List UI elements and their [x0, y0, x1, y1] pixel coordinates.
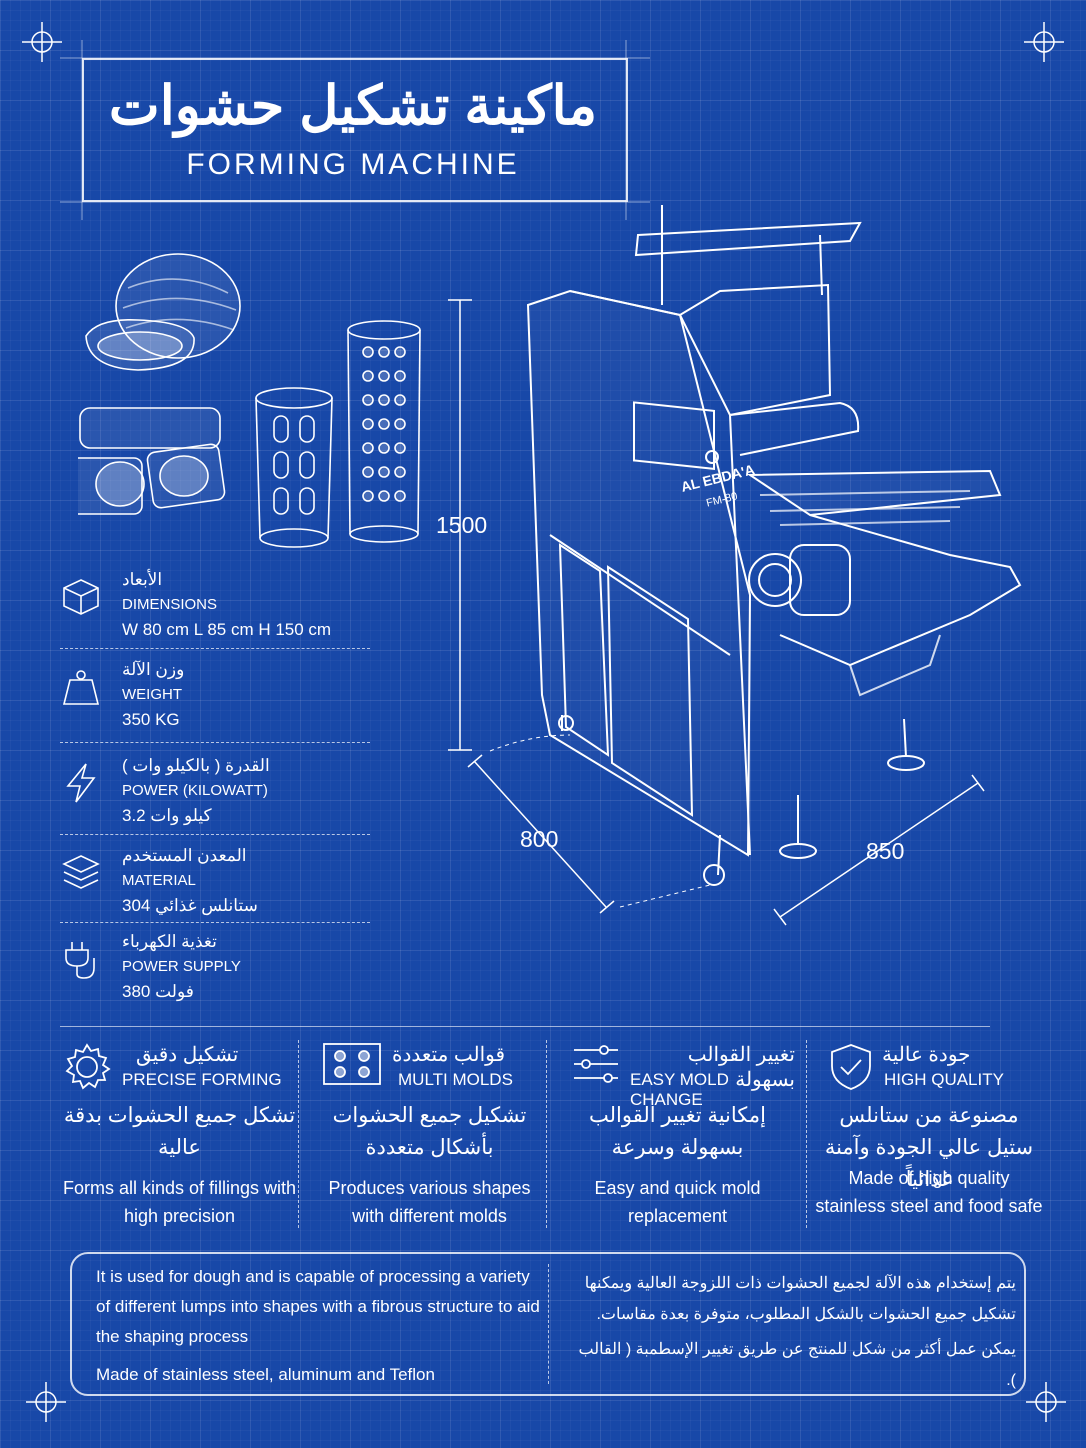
molds-icon	[323, 1043, 381, 1085]
sliders-icon	[574, 1045, 618, 1083]
feature-desc-arabic: تشكيل جميع الحشوات بأشكال متعددة	[332, 1104, 527, 1159]
spec-divider	[60, 742, 370, 743]
feature-title-arabic: تشكيل دقيق	[136, 1044, 239, 1066]
feature-desc-english: Made of high quality stainless steel and…	[815, 1168, 1043, 1216]
spec-label-arabic: الأبعاد	[122, 570, 163, 589]
title-english: FORMING MACHINE	[186, 148, 520, 181]
lightning-icon	[66, 763, 96, 803]
feature-divider	[298, 1040, 299, 1228]
description-english-1: It is used for dough and is capable of p…	[96, 1267, 540, 1346]
feature-high-quality: جودة عالية HIGH QUALITY مصنوعة من ستانلس…	[814, 1038, 1054, 1238]
spec-value: 380 فولت	[122, 982, 194, 1001]
spec-label-english: WEIGHT	[122, 686, 182, 703]
spec-divider	[60, 922, 370, 923]
spec-weight: وزن الآلة WEIGHT 350 KG	[60, 660, 370, 744]
feature-desc-arabic: مصنوعة من ستانلس ستيل عالي الجودة وآمنة …	[824, 1104, 1034, 1191]
product-samples-illustration	[78, 253, 421, 548]
gear-icon	[65, 1043, 111, 1090]
layers-icon	[62, 855, 100, 889]
description-english-2: Made of stainless steel, aluminum and Te…	[96, 1365, 435, 1384]
spec-divider	[60, 648, 370, 649]
length-dimension-label: 850	[866, 838, 905, 864]
spec-label-arabic: وزن الآلة	[122, 660, 185, 679]
spec-value: 350 KG	[122, 710, 180, 729]
shield-check-icon	[831, 1044, 871, 1090]
feature-title-english: PRECISE FORMING	[122, 1070, 282, 1089]
cube-icon	[63, 579, 99, 615]
weight-icon	[62, 670, 100, 705]
spec-label-english: POWER (KILOWATT)	[122, 782, 268, 799]
crosshair-top-left-icon	[22, 22, 62, 62]
crosshair-bottom-right-icon	[1026, 1382, 1066, 1422]
spec-label-arabic: القدرة ( بالكيلو وات )	[122, 756, 270, 775]
title-arabic: ماكينة تشكيل حشوات	[108, 76, 598, 136]
description-box	[70, 1252, 1026, 1396]
spec-power: القدرة ( بالكيلو وات ) POWER (KILOWATT) …	[60, 756, 370, 840]
feature-precise-forming: تشكيل دقيق PRECISE FORMING تشكل جميع الح…	[62, 1038, 297, 1238]
feature-divider	[546, 1040, 547, 1228]
spec-value: 3.2 كيلو وات	[122, 806, 212, 825]
feature-desc-arabic: إمكانية تغيير القوالب بسهولة وسرعة	[589, 1104, 766, 1159]
description-arabic-2: يمكن عمل أكثر من شكل للمنتج عن طريق تغيي…	[578, 1341, 1016, 1389]
feature-title-english: MULTI MOLDS	[398, 1070, 513, 1089]
spec-label-english: MATERIAL	[122, 872, 196, 889]
title-frame	[82, 58, 628, 202]
feature-title-arabic: جودة عالية	[882, 1044, 971, 1066]
feature-title-english: HIGH QUALITY	[884, 1070, 1004, 1089]
spec-power-supply: تغذية الكهرباء POWER SUPPLY 380 فولت	[60, 932, 370, 1016]
feature-title-arabic: تغيير القوالب بسهولة	[687, 1044, 795, 1091]
crosshair-bottom-left-icon	[26, 1382, 66, 1422]
spec-label-arabic: تغذية الكهرباء	[122, 932, 217, 951]
feature-desc-english: Produces various shapes with different m…	[328, 1178, 531, 1226]
spec-label-english: DIMENSIONS	[122, 596, 218, 613]
spec-label-arabic: المعدن المستخدم	[122, 846, 247, 865]
spec-divider	[60, 834, 370, 835]
plug-icon	[65, 942, 95, 979]
title-frame-ticks	[60, 40, 650, 220]
feature-easy-mold-change: تغيير القوالب بسهولة EASY MOLD CHANGE إم…	[560, 1038, 795, 1238]
spec-dimensions: الأبعاد DIMENSIONS W 80 cm L 85 cm H 150…	[60, 570, 370, 654]
height-dimension-label: 1500	[436, 512, 488, 538]
width-dimension-label: 800	[520, 826, 559, 852]
spec-value: ستانلس غذائي 304	[122, 896, 258, 915]
feature-desc-arabic: تشكل جميع الحشوات بدقة عالية	[63, 1104, 296, 1159]
feature-desc-english: Easy and quick mold replacement	[594, 1178, 761, 1226]
crosshair-top-right-icon	[1024, 22, 1064, 62]
feature-title-english: EASY MOLD CHANGE	[630, 1070, 729, 1109]
machine-drawing	[448, 205, 1022, 926]
spec-value: W 80 cm L 85 cm H 150 cm	[122, 620, 332, 639]
feature-title-arabic: قوالب متعددة	[392, 1044, 506, 1066]
section-divider	[60, 1026, 990, 1027]
feature-divider	[806, 1040, 807, 1228]
feature-multi-molds: قوالب متعددة MULTI MOLDS تشكيل جميع الحش…	[312, 1038, 547, 1238]
description-divider	[548, 1264, 549, 1384]
spec-label-english: POWER SUPPLY	[122, 958, 241, 975]
spec-material: المعدن المستخدم MATERIAL ستانلس غذائي 30…	[60, 846, 370, 930]
feature-desc-english: Forms all kinds of fillings with high pr…	[62, 1178, 297, 1226]
description-arabic-1: يتم إستخدام هذه الآلة لجميع الحشوات ذات …	[584, 1275, 1016, 1323]
